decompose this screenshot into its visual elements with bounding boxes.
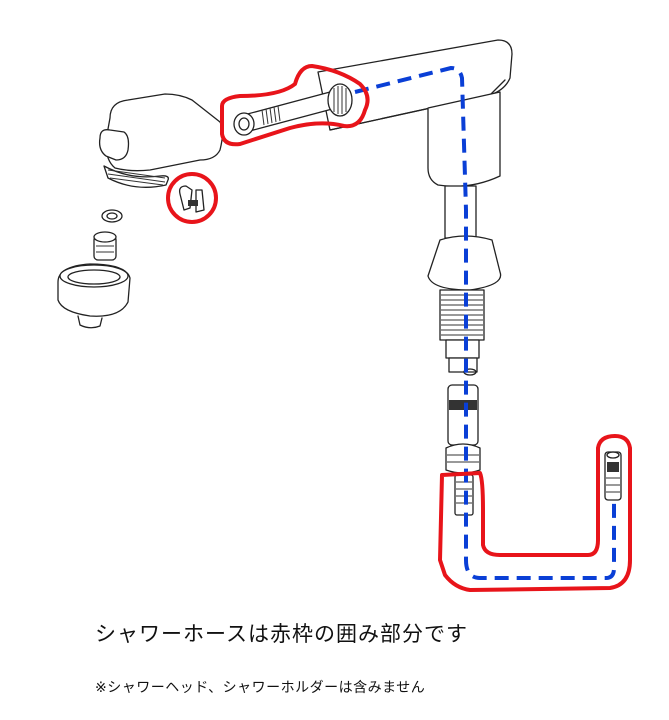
highlight-outline-hose-loop bbox=[438, 434, 632, 592]
filter bbox=[93, 231, 117, 261]
faucet-diagram bbox=[57, 39, 632, 592]
highlight-outline-clip bbox=[166, 172, 218, 224]
hose-end-right bbox=[604, 451, 622, 501]
caption-note: ※シャワーヘッド、シャワーホルダーは含みません bbox=[95, 680, 426, 696]
shower-head bbox=[98, 93, 224, 188]
washer bbox=[101, 209, 123, 223]
hose-clip bbox=[178, 185, 205, 213]
hose-head-connector bbox=[233, 83, 353, 136]
shower-head-threads bbox=[107, 169, 166, 186]
hose-fitting bbox=[445, 384, 481, 474]
shower-cap bbox=[57, 263, 131, 329]
caption-main: シャワーホースは赤枠の囲み部分です bbox=[95, 622, 468, 646]
highlight-outline-connector bbox=[220, 64, 370, 147]
shank-threads bbox=[441, 294, 483, 336]
hose-route-dashed-line bbox=[354, 66, 616, 580]
